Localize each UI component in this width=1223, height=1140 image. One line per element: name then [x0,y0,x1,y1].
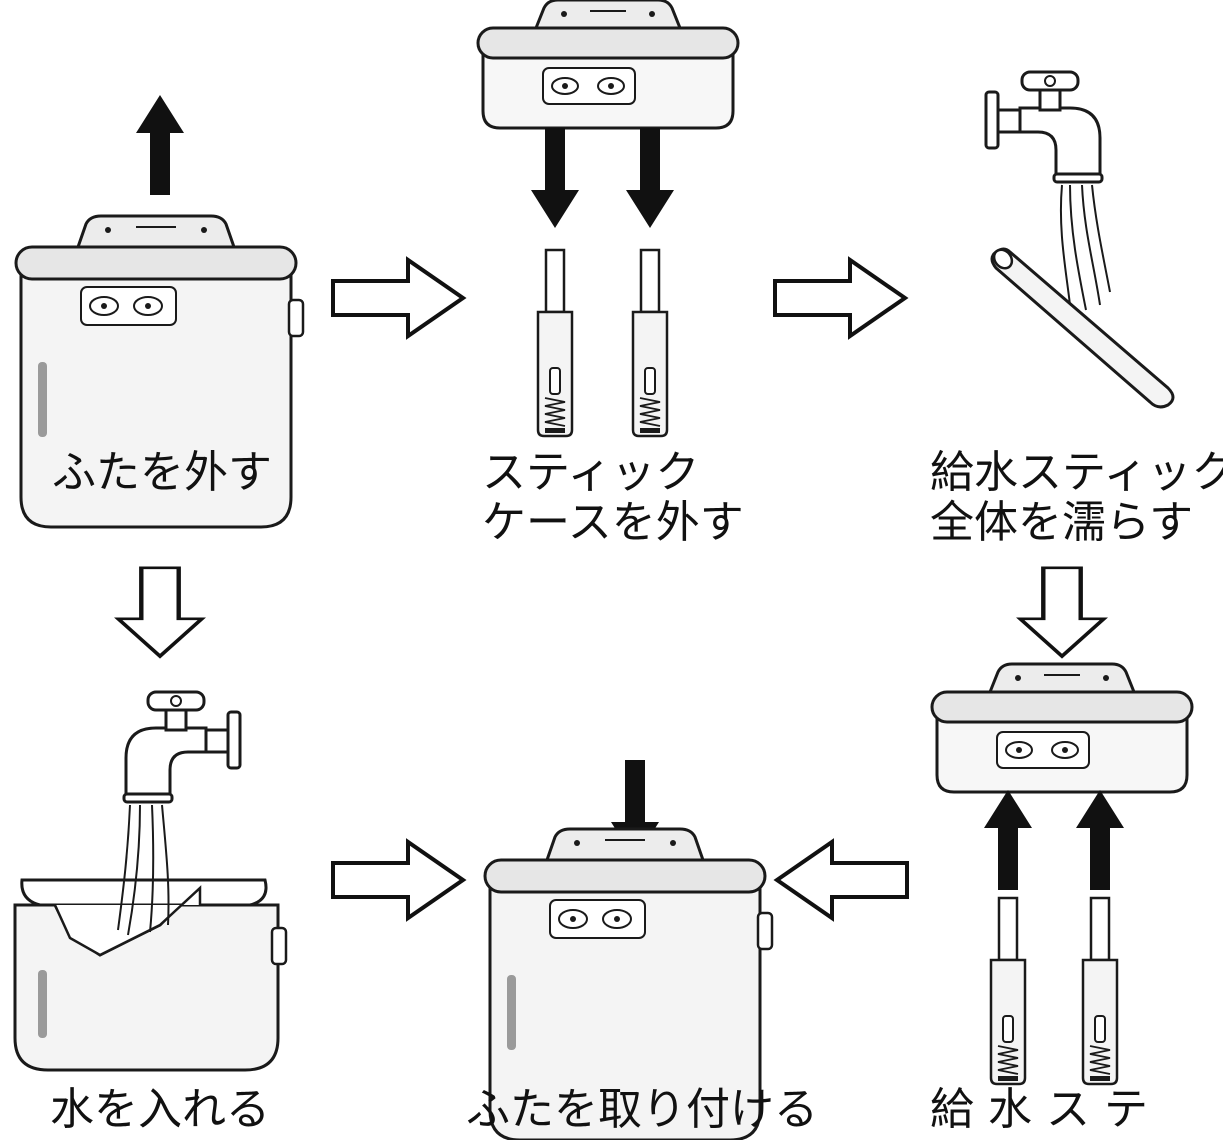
down-arrow-icon [531,128,579,228]
open-tank-icon [13,878,288,1072]
water-stick-icon [631,248,669,438]
faucet-icon [122,690,242,804]
label-line-2: ケースを外す [482,497,744,548]
stick-case-icon [476,0,740,130]
flow-arrow-icon [773,258,907,338]
up-arrow-icon [1076,790,1124,890]
label-remove-stick-case: スティック ケースを外す [482,448,744,548]
water-stream-icon [1059,184,1111,311]
water-stick-icon [1081,896,1119,1086]
label-line-1: スティック [482,447,700,498]
flow-arrow-icon [331,258,465,338]
lift-arrow-icon [136,95,184,195]
up-arrow-icon [984,790,1032,890]
label-line-1: 給水スティック [930,447,1223,498]
flow-arrow-icon [775,840,909,920]
label-insert-stick: 給 水 ス テ [930,1084,1148,1135]
faucet-icon [984,70,1104,184]
label-remove-lid: ふたを外す [52,447,272,498]
label-line-2: 全体を濡らす [930,497,1194,548]
label-attach-lid: ふたを取り付ける [466,1084,818,1135]
water-stick-icon [990,247,1175,409]
stick-case-icon [930,662,1194,794]
water-stick-icon [536,248,574,438]
flow-arrow-icon [118,568,202,656]
label-add-water: 水を入れる [50,1084,270,1135]
label-wet-stick: 給水スティック 全体を濡らす [930,448,1223,548]
down-arrow-icon [626,128,674,228]
water-stream-icon [117,804,170,936]
water-stick-icon [989,896,1027,1086]
flow-arrow-icon [331,840,465,920]
flow-arrow-icon [1020,568,1104,656]
